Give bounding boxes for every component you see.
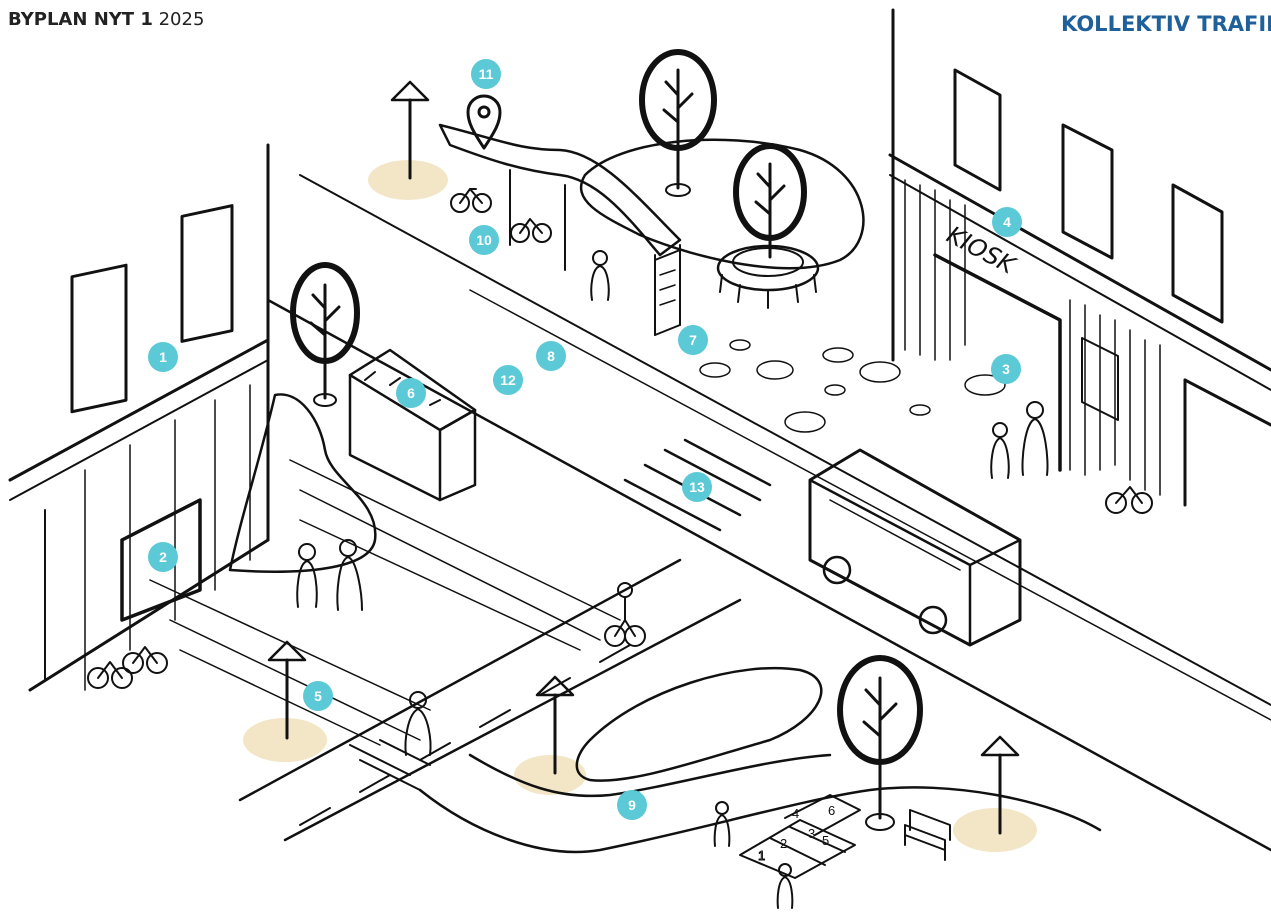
marker-circle	[303, 681, 333, 711]
street-lamps	[267, 80, 1020, 835]
marker-label: 2	[159, 549, 167, 565]
marker-4: 4	[992, 207, 1022, 237]
bench	[904, 809, 951, 861]
plan-name: BYPLAN NYT 1	[8, 9, 153, 30]
marker-2: 2	[148, 542, 178, 572]
marker-label: 10	[476, 232, 492, 248]
marker-circle	[148, 342, 178, 372]
marker-circle	[991, 354, 1021, 384]
hopscotch-number: 3	[808, 826, 815, 841]
marker-circle	[396, 378, 426, 408]
marker-circle	[471, 59, 501, 89]
marker-8: 8	[536, 341, 566, 371]
marker-label: 1	[159, 349, 167, 365]
marker-5: 5	[303, 681, 333, 711]
right-building: KIOSK	[888, 8, 1271, 507]
marker-3: 3	[991, 354, 1021, 384]
round-bench	[716, 244, 820, 309]
bus	[808, 448, 1022, 647]
marker-circle	[469, 225, 499, 255]
marker-6: 6	[396, 378, 426, 408]
stepping-stones	[699, 339, 1006, 433]
marker-circle	[536, 341, 566, 371]
section-title: KOLLEKTIV TRAFIK	[1061, 12, 1271, 36]
hopscotch: 1 2 3 4 5 6	[739, 794, 861, 879]
marker-label: 9	[628, 797, 636, 813]
marker-label: 6	[407, 385, 415, 401]
marker-label: 5	[314, 688, 322, 704]
marker-circle	[617, 790, 647, 820]
marker-label: 4	[1003, 214, 1011, 230]
location-pin-icon	[466, 94, 502, 150]
marker-9: 9	[617, 790, 647, 820]
light-pools	[243, 160, 1037, 852]
trees	[290, 49, 923, 831]
hopscotch-number: 4	[792, 806, 799, 821]
marker-label: 13	[689, 479, 705, 495]
marker-label: 7	[689, 332, 697, 348]
hopscotch-number: 1	[758, 848, 765, 863]
bus-shelter	[438, 123, 682, 336]
marker-label: 8	[547, 348, 555, 364]
marker-circle	[493, 365, 523, 395]
left-building	[8, 143, 270, 692]
hopscotch-number: 6	[828, 803, 835, 818]
marker-10: 10	[469, 225, 499, 255]
marker-1: 1	[148, 342, 178, 372]
marker-label: 3	[1002, 361, 1010, 377]
plan-year: 2025	[158, 9, 205, 30]
hopscotch-number: 2	[780, 836, 787, 851]
marker-circle	[678, 325, 708, 355]
marker-label: 12	[500, 372, 516, 388]
marker-circle	[682, 472, 712, 502]
marker-circle	[148, 542, 178, 572]
bicycles	[87, 188, 1153, 689]
pedestrians	[296, 250, 1049, 909]
marker-12: 12	[493, 365, 523, 395]
marker-label: 11	[479, 66, 494, 82]
header-title: BYPLAN NYT 1 2025	[8, 9, 204, 30]
planter	[348, 348, 477, 502]
marker-13: 13	[682, 472, 712, 502]
hopscotch-number: 5	[822, 833, 829, 848]
marker-circle	[992, 207, 1022, 237]
marker-11: 11	[471, 59, 501, 89]
marker-7: 7	[678, 325, 708, 355]
